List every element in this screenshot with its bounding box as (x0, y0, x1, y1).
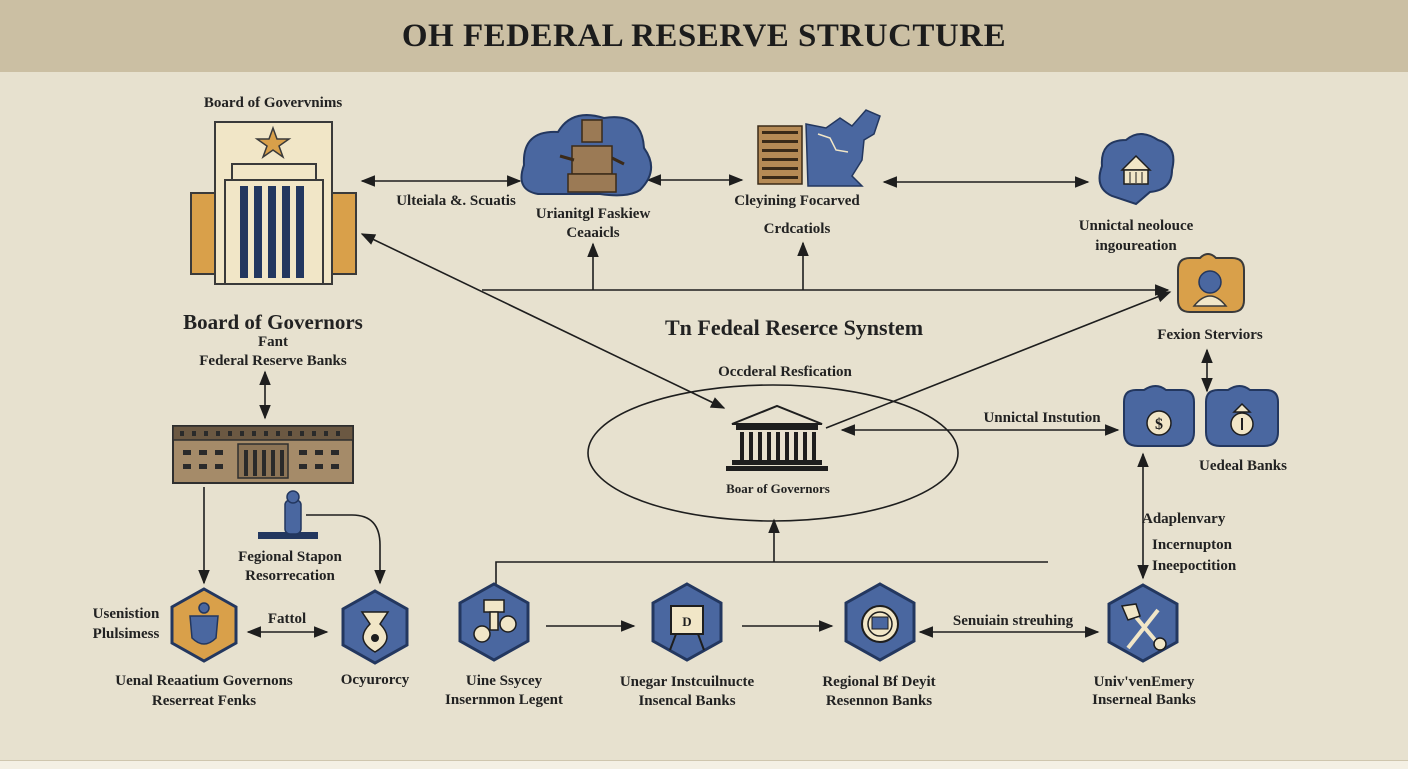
crest-hexagon-icon (170, 587, 238, 663)
person-badge-icon (1177, 253, 1245, 313)
label-unegar-2: Insencal Banks (638, 693, 736, 709)
label-senuiain: Senuiain streuhing (952, 613, 1074, 629)
label-board-top: Board of Govervnims (203, 95, 343, 111)
label-ingouresation: ingoureation (1095, 238, 1177, 254)
label-regional-1: Regional Bf Deyit (822, 674, 936, 690)
label-uine-1: Uine Ssycey (465, 673, 543, 689)
gears-hexagon-icon (458, 582, 530, 662)
label-cleyining: Cleyining Focarved (734, 193, 860, 209)
connectors (198, 174, 1213, 638)
bank-building-icon (172, 425, 354, 484)
label-usenistion-2: Plulsimess (92, 626, 160, 642)
label-unnictal-top: Unnictal neolouce (1078, 218, 1194, 234)
label-regional-2: Resennon Banks (825, 693, 933, 709)
label-unnictal-inst: Unnictal Instution (983, 410, 1101, 426)
person-statue-icon (258, 490, 318, 539)
easel-letter: D (682, 614, 691, 629)
connector-center-person (825, 291, 1172, 429)
label-incernupton: Incernupton (1152, 537, 1233, 553)
label-fattol: Fattol (267, 611, 307, 627)
label-crdcatiols: Crdcatiols (763, 221, 831, 237)
label-univ-1: Univ'venEmery (1093, 674, 1195, 690)
label-uenal-2: Reserreat Fenks (151, 693, 257, 709)
tools-hexagon-icon (1107, 583, 1179, 663)
label-unegar-1: Unegar Instcuilnucte (619, 674, 755, 690)
connector-bottom-bus (495, 561, 1048, 592)
label-adaplenvary: Adaplenvary (1142, 511, 1226, 527)
money-bag-icon: $ (1123, 385, 1195, 447)
label-ineepoctition: Ineepoctition (1152, 558, 1237, 574)
label-uenal-1: Uenal Reaatium Governons (115, 673, 293, 689)
cloud-figure-icon (520, 114, 652, 197)
label-occeral: Occderal Resfication (718, 364, 852, 380)
label-univ-2: Inserneal Banks (1092, 692, 1196, 708)
federal-building-icon (190, 121, 357, 285)
bottom-border (0, 760, 1408, 769)
label-fegional-1: Fegional Stapon (238, 549, 342, 565)
label-federal-system: Tn Fedeal Reserce Synstem (664, 315, 924, 340)
label-ultimate: Ulteiala &. Scuatis (396, 193, 516, 209)
federal-system-ellipse (587, 384, 959, 522)
dollar-sign: $ (1155, 416, 1163, 433)
label-board-of-governors: Board of Governors (183, 310, 363, 334)
label-uine-2: Insernmon Legent (445, 692, 563, 708)
easel-hexagon-icon: D (651, 582, 723, 662)
label-fexion: Fexion Sterviors (1157, 327, 1263, 343)
label-ocyurorcy: Ocyurorcy (340, 672, 410, 688)
temple-icon (726, 404, 828, 471)
connector-board-center (360, 233, 726, 409)
label-urianitgl: Urianitgl Faskiew (535, 206, 651, 222)
seal-hexagon-icon (844, 582, 916, 662)
label-cesaicls: Ceaaicls (566, 225, 620, 241)
title-bar (0, 0, 1408, 72)
page-title: OH FEDERAL RESERVE STRUCTURE (401, 18, 1007, 54)
coin-bag-hexagon-icon (341, 589, 409, 665)
cloud-bank-icon (1098, 133, 1175, 206)
us-map-icon (757, 109, 881, 187)
label-usenistion-1: Usenistion (92, 606, 160, 622)
label-fant: Fant (258, 334, 288, 350)
connector-statue-coin (306, 514, 386, 585)
label-federal-reserve-banks: Federal Reserve Banks (199, 353, 347, 369)
label-uedeal: Uedeal Banks (1199, 458, 1287, 474)
bank-badge-icon (1205, 385, 1279, 447)
label-board-center: Boar of Governors (726, 481, 830, 496)
label-fegional-2: Resorrecation (245, 568, 335, 584)
